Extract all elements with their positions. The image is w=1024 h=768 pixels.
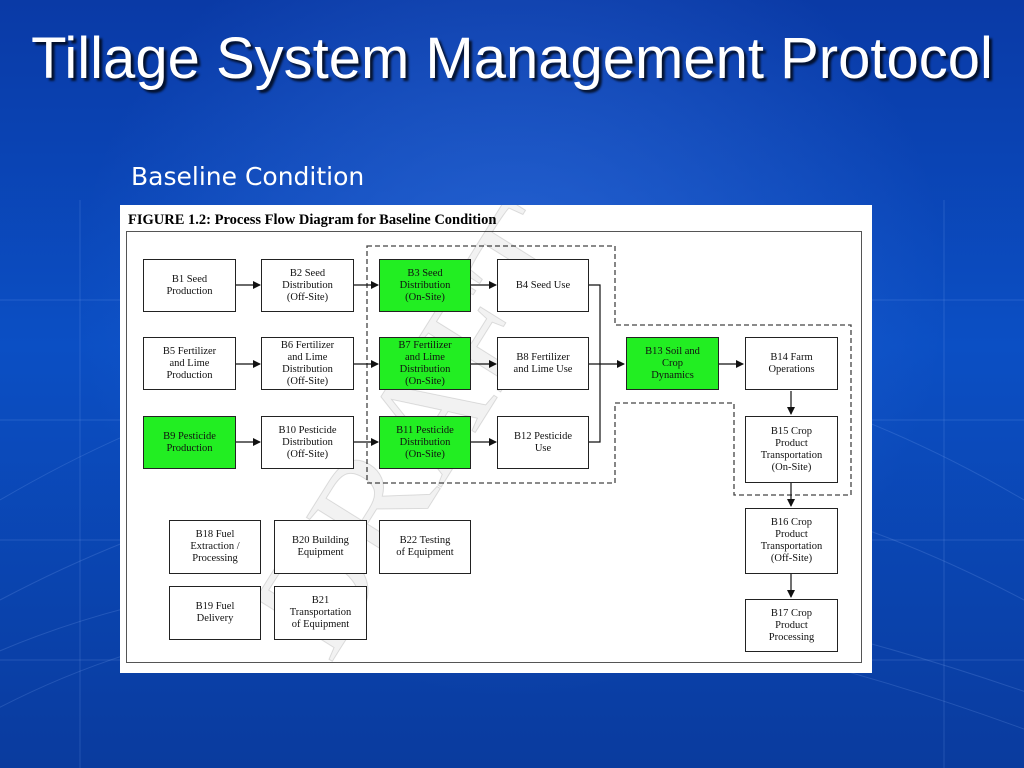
node-b17: B17 Crop Product Processing [745, 599, 838, 652]
node-b15: B15 Crop Product Transportation (On-Site… [745, 416, 838, 483]
node-b6: B6 Fertilizer and Lime Distribution (Off… [261, 337, 354, 390]
node-b3: B3 Seed Distribution (On-Site) [379, 259, 471, 312]
node-b12: B12 Pesticide Use [497, 416, 589, 469]
figure-caption: FIGURE 1.2: Process Flow Diagram for Bas… [128, 212, 497, 228]
node-b18: B18 Fuel Extraction / Processing [169, 520, 261, 574]
figure-panel: FIGURE 1.2: Process Flow Diagram for Bas… [120, 205, 872, 673]
node-b22: B22 Testing of Equipment [379, 520, 471, 574]
node-b11: B11 Pesticide Distribution (On-Site) [379, 416, 471, 469]
on-site-boundary [366, 245, 852, 496]
node-b21: B21 Transportation of Equipment [274, 586, 367, 640]
node-b5: B5 Fertilizer and Lime Production [143, 337, 236, 390]
node-b14: B14 Farm Operations [745, 337, 838, 390]
node-b19: B19 Fuel Delivery [169, 586, 261, 640]
node-b8: B8 Fertilizer and Lime Use [497, 337, 589, 390]
node-b16: B16 Crop Product Transportation (Off-Sit… [745, 508, 838, 574]
node-b13: B13 Soil and Crop Dynamics [626, 337, 719, 390]
node-b9: B9 Pesticide Production [143, 416, 236, 469]
diagram-frame [126, 231, 862, 663]
node-b10: B10 Pesticide Distribution (Off-Site) [261, 416, 354, 469]
node-b1: B1 Seed Production [143, 259, 236, 312]
node-b2: B2 Seed Distribution (Off-Site) [261, 259, 354, 312]
node-b4: B4 Seed Use [497, 259, 589, 312]
node-b20: B20 Building Equipment [274, 520, 367, 574]
node-b7: B7 Fertilizer and Lime Distribution (On-… [379, 337, 471, 390]
slide-subtitle: Baseline Condition [131, 162, 365, 191]
slide-title: Tillage System Management Protocol [31, 26, 993, 91]
